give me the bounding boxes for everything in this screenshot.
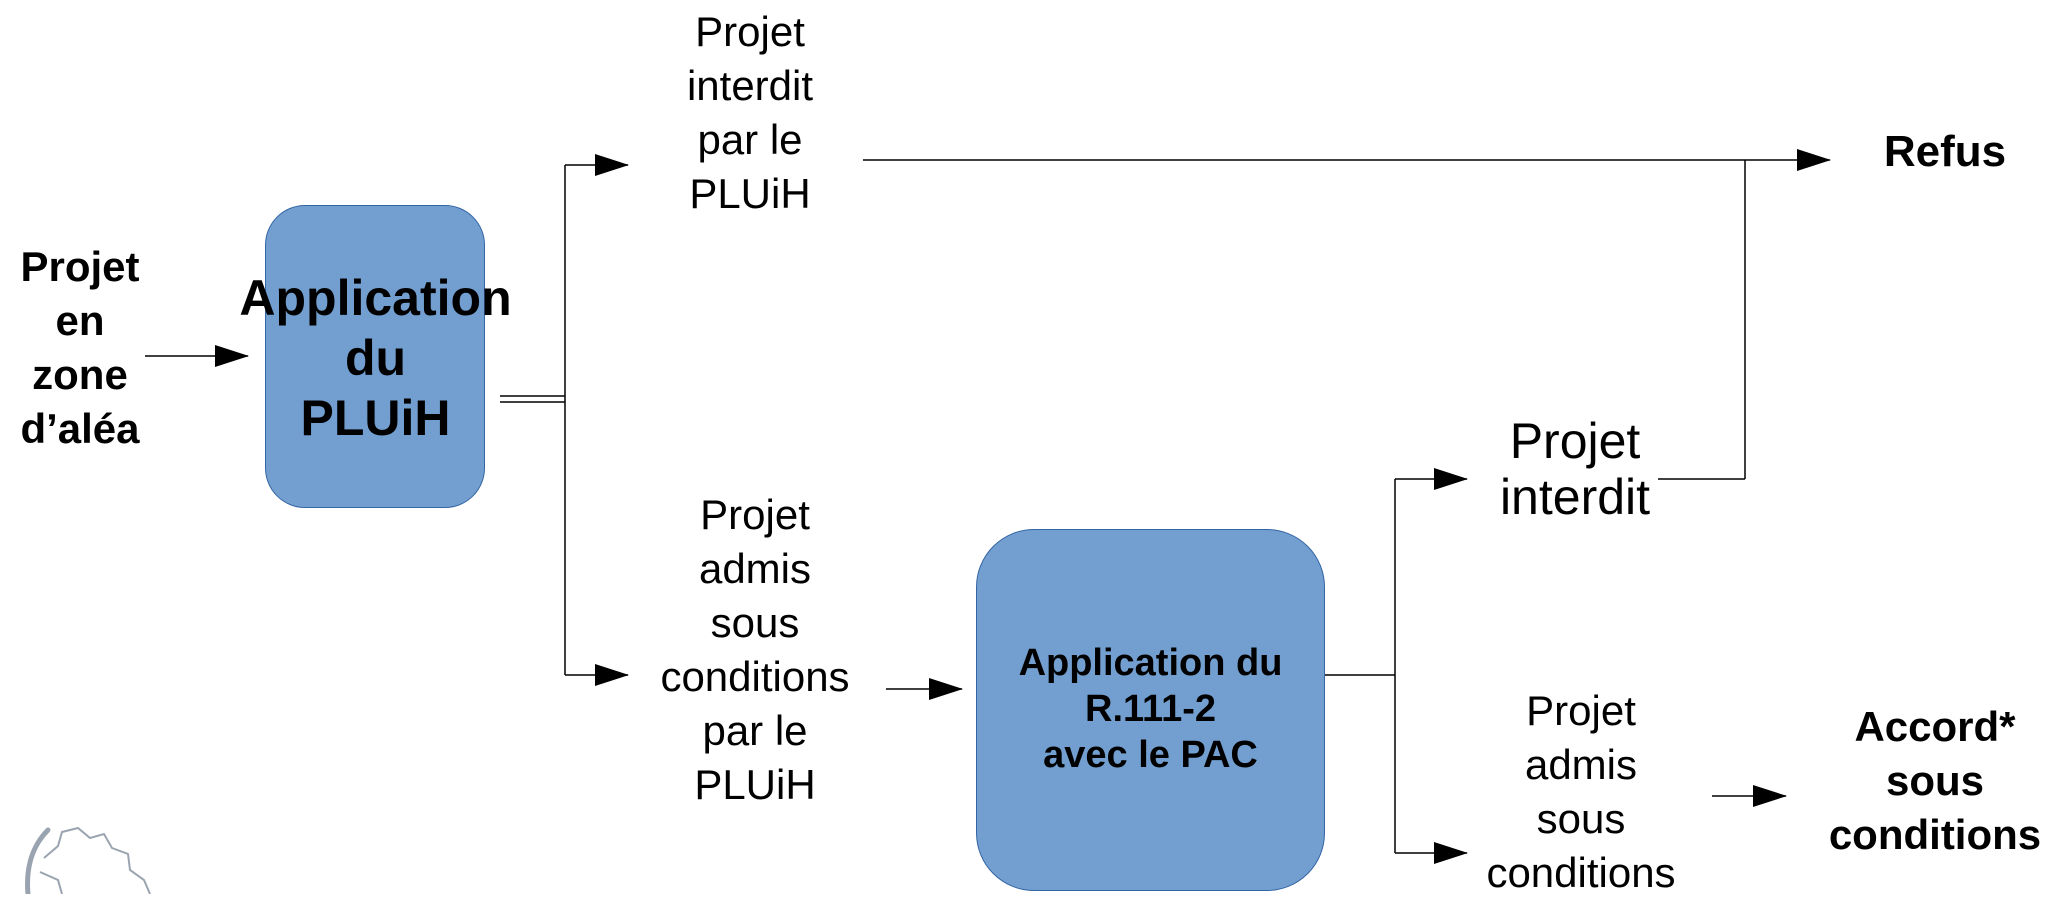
r111-application-box [976, 529, 1325, 891]
r111-application-label: Application du R.111-2 avec le PAC [1018, 642, 1283, 776]
input-project-label: Projet en zone d’aléa [20, 243, 140, 452]
forbidden-r111-label: Projet interdit [1499, 413, 1651, 525]
pluih-application-label: Application du PLUiH [239, 270, 512, 446]
forbidden-pluih-label: Projet interdit par le PLUiH [686, 8, 814, 217]
outcome-refusal-label: Refus [1883, 127, 2007, 176]
conditional-r111-label: Projet admis sous conditions [1486, 687, 1676, 896]
outcome-agreement-label: Accord* sous conditions [1828, 703, 2042, 858]
gear-logo-icon [25, 826, 151, 894]
conditional-pluih-label: Projet admis sous conditions par le PLUi… [660, 491, 850, 808]
pluih-application-box [265, 205, 485, 508]
